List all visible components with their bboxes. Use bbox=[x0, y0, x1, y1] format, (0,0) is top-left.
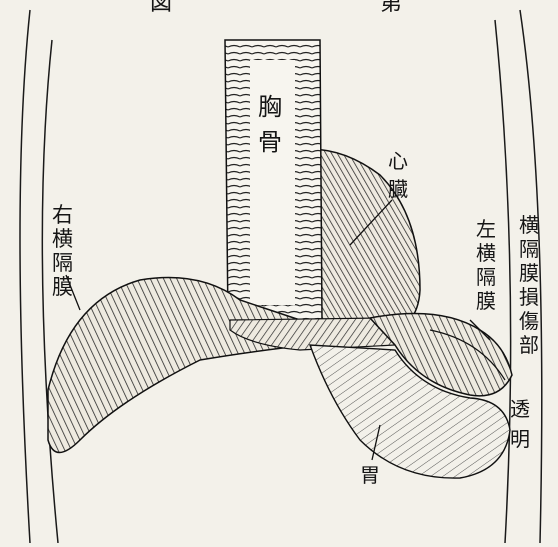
injury-label-1: 横 bbox=[519, 213, 539, 237]
right-diaphragm-label-4: 膜 bbox=[52, 275, 73, 299]
injury-label-5: 傷 bbox=[519, 309, 539, 333]
right-diaphragm-label-3: 隔 bbox=[52, 251, 73, 275]
header-left-char: 図 bbox=[150, 0, 172, 16]
transparent-label: 透 bbox=[510, 397, 530, 421]
bright-label: 明 bbox=[510, 427, 530, 451]
injury-label-2: 隔 bbox=[519, 237, 539, 261]
heart-label-2: 臓 bbox=[388, 177, 408, 201]
right-diaphragm-label-2: 横 bbox=[52, 227, 73, 251]
heart-label-1: 心 bbox=[388, 149, 408, 173]
left-diaphragm-label-4: 膜 bbox=[476, 289, 496, 313]
header-right-char: 第 bbox=[380, 0, 402, 16]
right-diaphragm-label-1: 右 bbox=[52, 203, 73, 227]
sternum-label-2: 骨 bbox=[258, 128, 282, 156]
sternum-shape bbox=[225, 40, 322, 320]
left-diaphragm-label-3: 隔 bbox=[476, 265, 496, 289]
stomach-label: 胃 bbox=[360, 463, 380, 487]
sternum-label-1: 胸 bbox=[258, 93, 282, 121]
injury-label-6: 部 bbox=[519, 333, 539, 357]
injury-label-4: 損 bbox=[519, 285, 539, 309]
left-diaphragm-label-2: 横 bbox=[476, 241, 496, 265]
left-diaphragm-label-1: 左 bbox=[476, 217, 496, 241]
injury-label-3: 膜 bbox=[519, 261, 539, 285]
